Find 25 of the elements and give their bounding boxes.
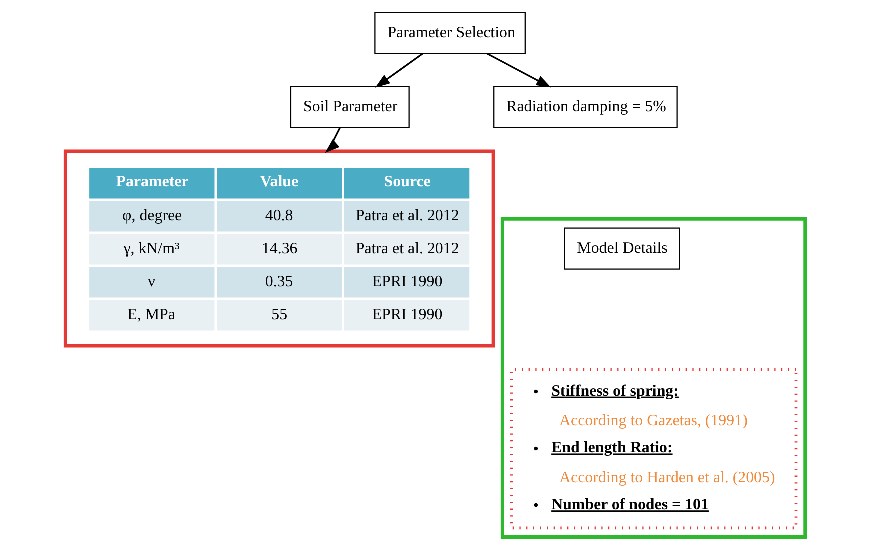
arrow (375, 53, 424, 88)
arrow (325, 127, 342, 154)
label: Value (260, 173, 299, 190)
label: 14.36 (262, 240, 298, 258)
node-box: • Stiffness of spring: According to Gazetas, (1991) • End length Ratio: According to Harden et al. (2005) • Number of nodes = 101 (510, 368, 798, 530)
label: 0.35 (265, 274, 294, 291)
label: Patra et al. 2012 (356, 208, 460, 225)
label: EPRI 1990 (372, 274, 443, 291)
label: Parameter (116, 173, 189, 190)
arrow (486, 52, 552, 88)
node-box: Parameter Selection (374, 12, 526, 54)
label: Patra et al. 2012 (356, 240, 460, 258)
label: γ, kN/m³ (124, 240, 180, 258)
label: Source (384, 173, 431, 190)
label: ν (148, 274, 156, 291)
node-box (64, 150, 496, 348)
cluster (500, 217, 808, 539)
node-box: Soil Parameter (290, 86, 410, 128)
label: 55 (272, 306, 288, 324)
node-box: Radiation damping = 5% (494, 86, 678, 128)
label: φ, degree (122, 208, 182, 225)
label: EPRI 1990 (372, 306, 443, 324)
node-box: Model Details (564, 228, 680, 270)
label: E, MPa (128, 306, 176, 324)
label: 40.8 (265, 208, 294, 225)
